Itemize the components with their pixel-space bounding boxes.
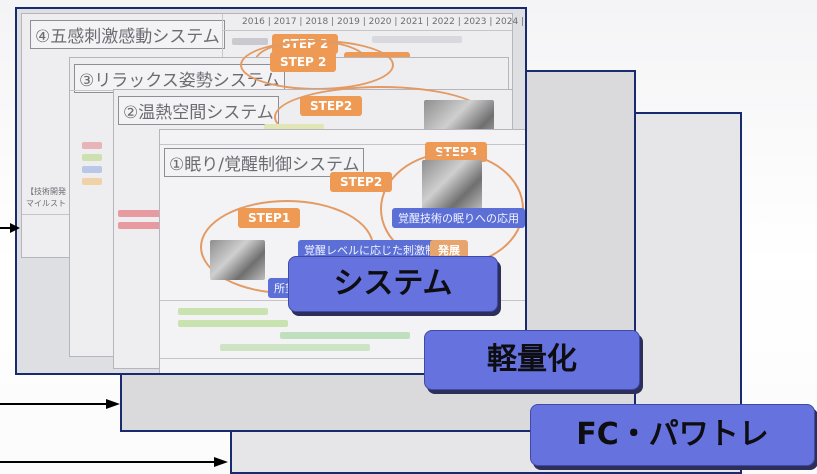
side-note: 【技術開発 [26, 187, 66, 196]
gantt-bar [372, 36, 462, 43]
label-system: システム [288, 256, 498, 312]
divider [160, 144, 525, 145]
gantt-bar [178, 320, 288, 327]
arrow-system [0, 223, 20, 233]
side-note: マイルスト [26, 199, 66, 208]
gantt-bar [118, 210, 162, 217]
panel-title: ④五感刺激感動システム [30, 20, 225, 49]
gantt-bar [220, 344, 370, 351]
panel-title: ②温熱空間システム [118, 96, 279, 125]
label-fc-powertrain: FC・パワトレ [530, 404, 815, 466]
divider [160, 358, 525, 359]
feature-tag: 覚醒レベルに応じた刺激制御 [298, 240, 453, 260]
arrow-fc [0, 457, 228, 467]
gantt-bar [264, 124, 324, 131]
feature-tag: 覚醒技術の眠りへの応用 [392, 208, 525, 228]
legend-chip [82, 166, 102, 173]
gantt-bar [280, 332, 410, 339]
step-badge: STEP2 [330, 172, 393, 192]
timeline-years: 2016 | 2017 | 2018 | 2019 | 2020 | 2021 … [242, 17, 527, 27]
photo-image [422, 160, 482, 210]
develop-tag: 発展 [430, 240, 468, 260]
label-lightweight: 軽量化 [424, 330, 640, 390]
front-sheet-system: ④五感刺激感動システム 2016 | 2017 | 2018 | 2019 | … [15, 7, 527, 375]
gantt-bar [118, 222, 162, 229]
gantt-bar [232, 38, 268, 45]
divider [222, 30, 512, 31]
gantt-bar [178, 308, 268, 315]
legend-chip [82, 154, 102, 161]
highlight-ellipse [240, 40, 394, 90]
legend-chip [82, 178, 102, 185]
photo-image [210, 240, 265, 280]
arrow-lightweight [0, 399, 120, 409]
legend-chip [82, 142, 102, 149]
